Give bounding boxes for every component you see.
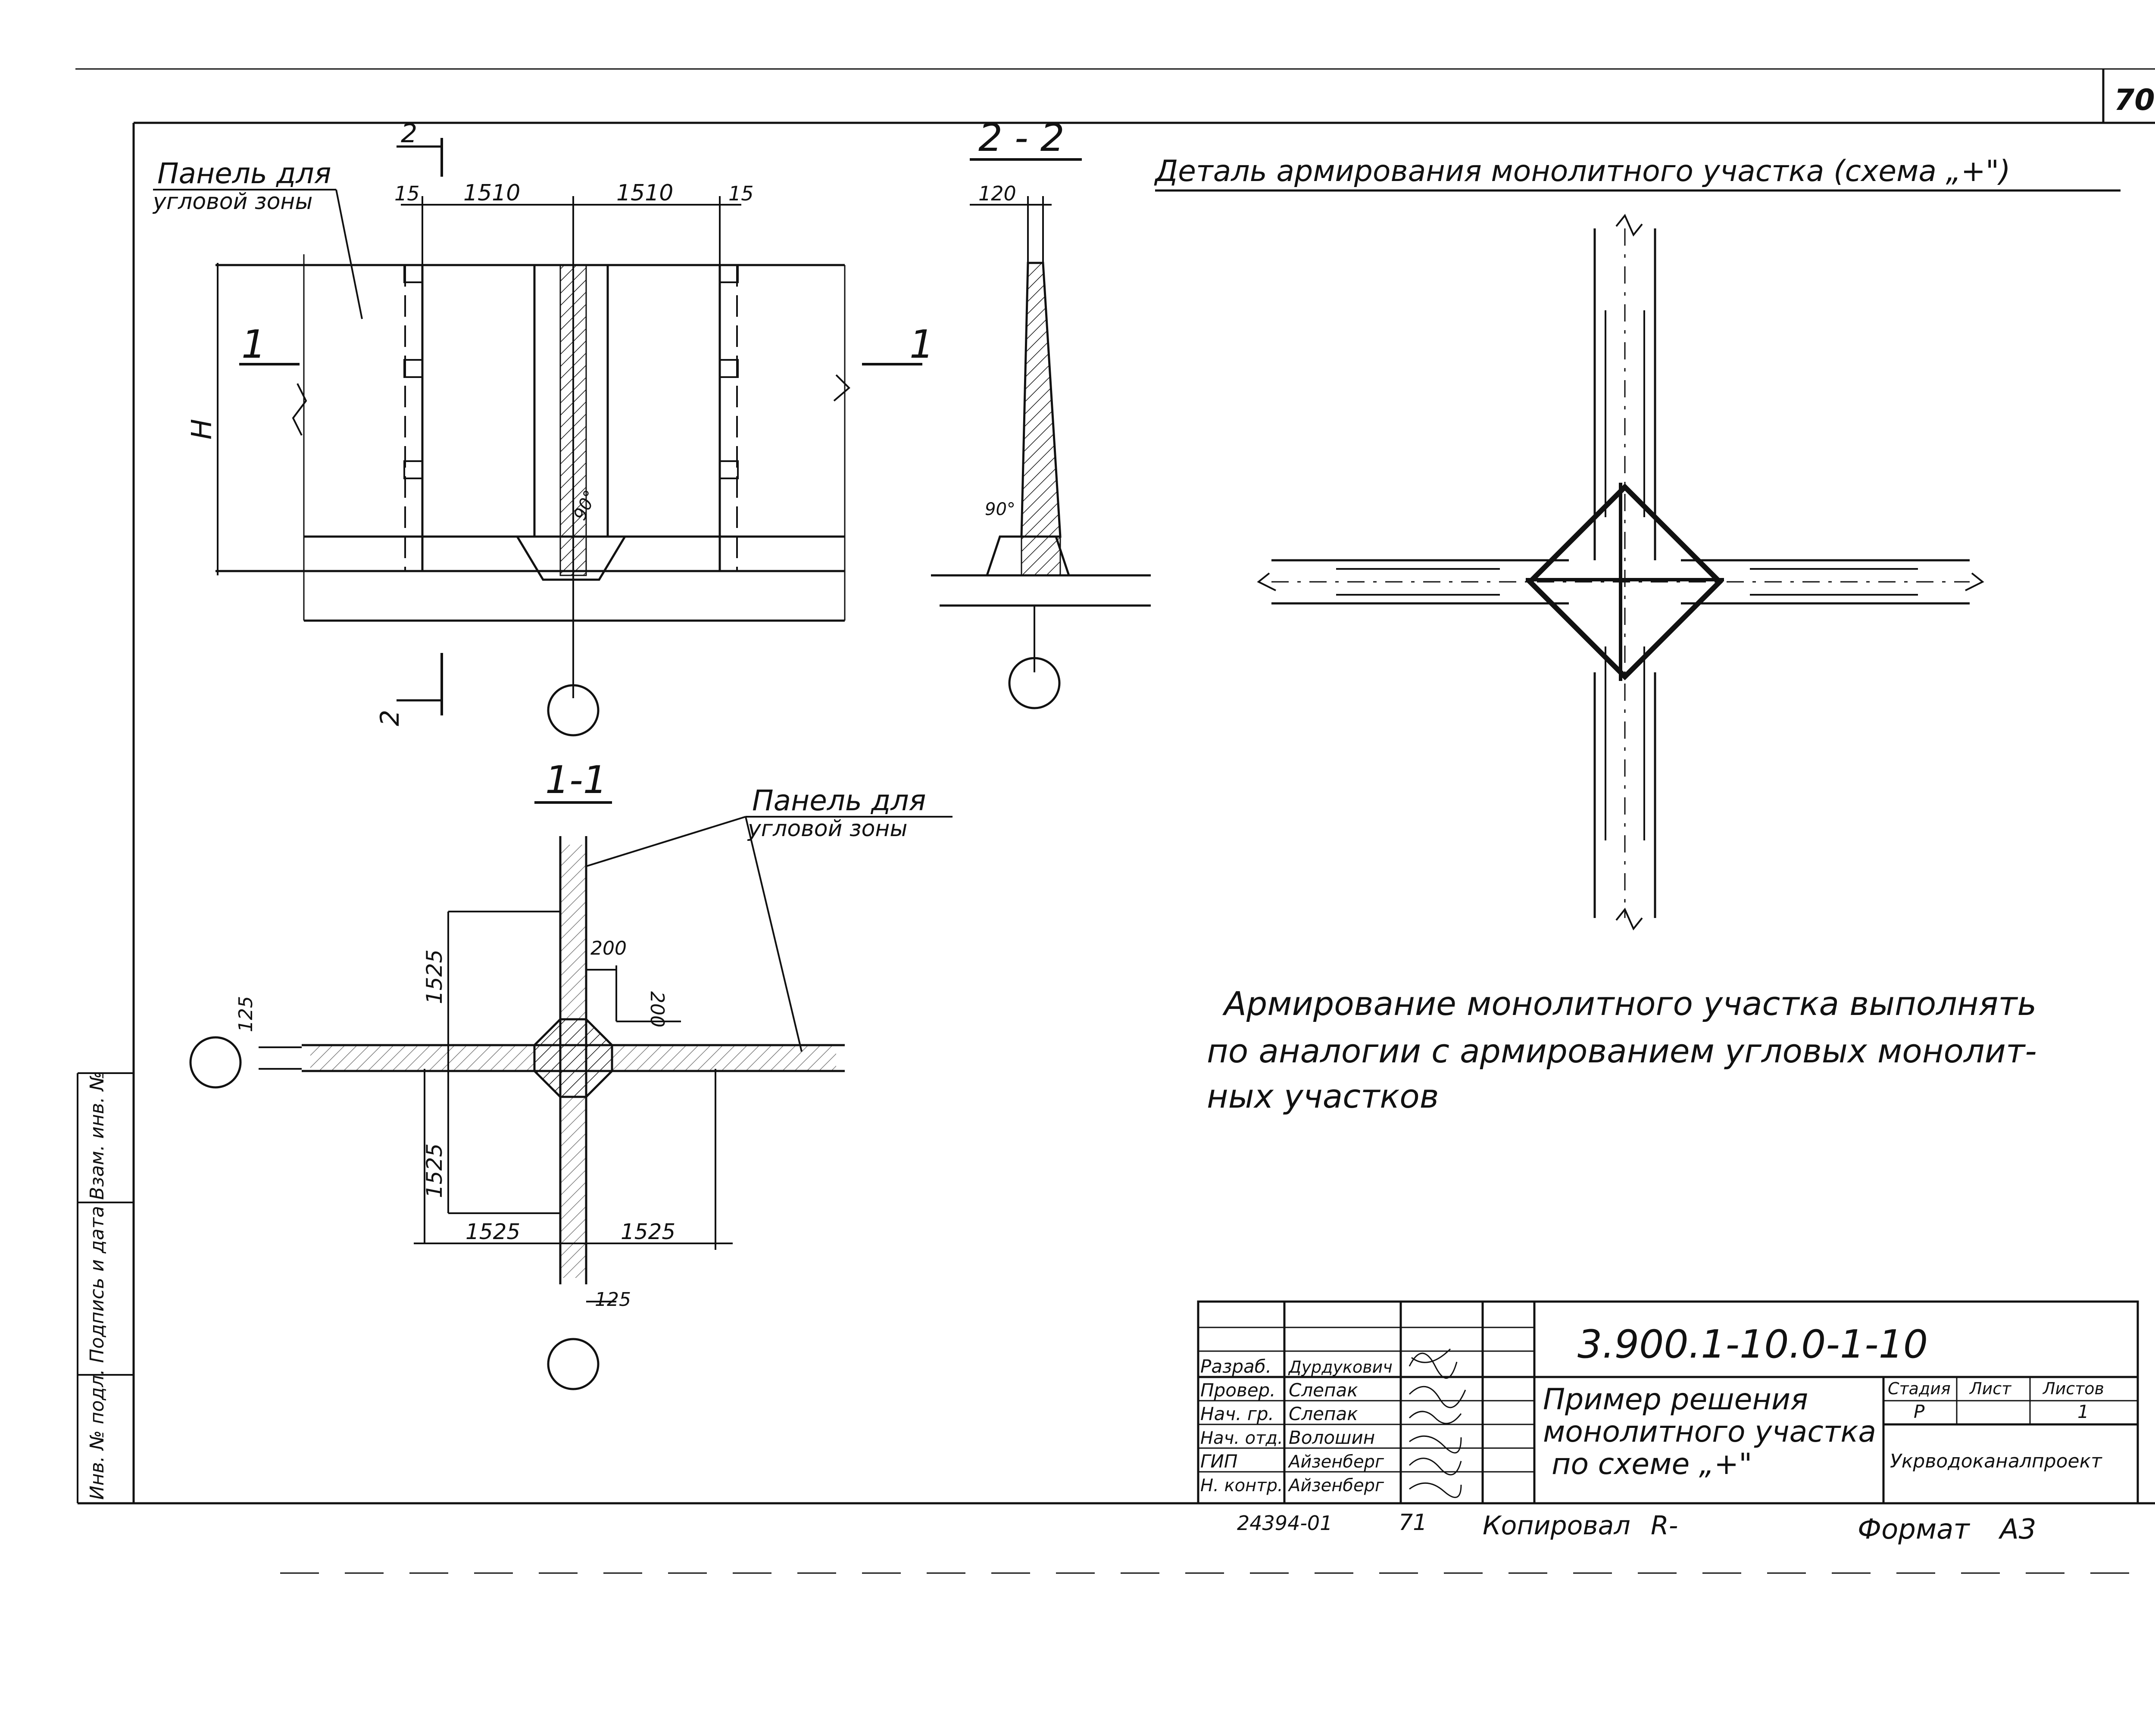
role-name: Айзенберг <box>1287 1476 1384 1496</box>
role-label: Нач. отд. <box>1200 1428 1283 1448</box>
organization: Укрводоканалпроект <box>1890 1450 2102 1472</box>
section-1-1-wall-bottom <box>560 1097 586 1278</box>
side-stamp-text: Инв. № подл. Подпись и дата Взам. инв. № <box>86 1071 108 1500</box>
elevation-axis-bubble <box>547 684 600 737</box>
role-name: Айзенберг <box>1287 1452 1384 1472</box>
elevation-panel-label-2: угловой зоны <box>152 189 312 215</box>
note-line-3: ных участков <box>1207 1077 1439 1115</box>
section-1-1-panel-label-2: угловой зоны <box>747 816 907 842</box>
reinforcement-detail: Деталь армирования монолитного участка (… <box>1154 154 2121 930</box>
stage-value: Р <box>1914 1401 1925 1422</box>
drawing-title-1: Пример решения <box>1543 1383 1808 1417</box>
section-1-1-dim-200-h: 200 <box>590 937 627 959</box>
footer-copied-label: Копировал <box>1483 1511 1630 1541</box>
section-1-1-dim-125-left: 125 <box>235 996 257 1032</box>
section-1-1-wall-left <box>310 1045 534 1071</box>
role-name: Дурдукович <box>1288 1358 1393 1377</box>
section-1-1: 1-1 Панель для угловой зоны <box>189 758 953 1390</box>
elevation-section-mark-2-top: 2 <box>401 119 417 149</box>
role-label: Провер. <box>1200 1380 1276 1401</box>
section-1-1-dim-125-bottom: 125 <box>595 1289 631 1311</box>
document-code: 3.900.1-10.0-1-10 <box>1577 1322 1928 1367</box>
elevation-dim-15-right: 15 <box>728 182 754 205</box>
elevation-panel-label-1: Панель для <box>157 157 331 190</box>
section-2-2: 2 - 2 120 90° <box>931 116 1151 709</box>
section-1-1-title: 1-1 <box>545 758 607 802</box>
section-1-1-axis-bubble-bottom <box>547 1338 600 1390</box>
sheets-header: Листов <box>2042 1379 2104 1398</box>
section-2-2-base <box>1021 536 1061 576</box>
role-label: Н. контр. <box>1200 1476 1283 1496</box>
signatures <box>1409 1348 1466 1498</box>
footer-number: 71 <box>1399 1510 1427 1536</box>
sheet-number: 70 <box>2114 83 2155 117</box>
role-name: Слепак <box>1289 1403 1358 1424</box>
section-1-1-panel-label-1: Панель для <box>752 784 926 817</box>
section-1-1-dim-1525-left: 1525 <box>465 1219 520 1244</box>
side-stamp <box>77 1072 134 1503</box>
detail-title: Деталь армирования монолитного участка (… <box>1154 154 2011 188</box>
title-block <box>1197 1300 2139 1505</box>
section-1-1-dim-1525-bottom: 1525 <box>422 1143 447 1198</box>
role-label: Разраб. <box>1200 1356 1271 1377</box>
footer-inventory: 24394-01 <box>1237 1511 1332 1535</box>
section-1-1-wall-top <box>560 845 586 1019</box>
footer-format-label: Формат <box>1858 1514 1970 1546</box>
section-2-2-axis-bubble <box>1008 657 1061 709</box>
role-label: ГИП <box>1200 1451 1237 1472</box>
section-2-2-dim-120: 120 <box>978 182 1016 205</box>
section-1-1-node <box>533 1018 613 1098</box>
elevation-dim-1510-left: 1510 <box>463 180 520 206</box>
note-line-1: Армирование монолитного участка выполнят… <box>1222 984 2036 1023</box>
drawing-title-3: по схеме „+" <box>1552 1447 1752 1481</box>
section-1-1-axis-bubble-left <box>189 1036 242 1089</box>
elevation-column-hatch <box>559 264 587 576</box>
elevation-section-mark-1-right: 1 <box>909 322 934 367</box>
elevation-section-mark-1-left: 1 <box>241 322 266 367</box>
sheets-value: 1 <box>2077 1401 2089 1422</box>
elevation-section-mark-2-bottom: 2 <box>375 710 405 726</box>
section-1-1-dim-1525-right: 1525 <box>621 1219 675 1244</box>
section-2-2-title: 2 - 2 <box>978 116 1065 160</box>
section-2-2-wall <box>1020 262 1062 538</box>
section-2-2-angle: 90° <box>985 500 1015 519</box>
section-1-1-wall-right <box>612 1045 836 1071</box>
elevation-dim-1510-right: 1510 <box>616 180 673 206</box>
stage-header: Стадия <box>1888 1379 1951 1398</box>
section-1-1-dim-200-v: 200 <box>646 991 668 1027</box>
role-name: Волошин <box>1289 1427 1375 1448</box>
elevation-height-label: H <box>186 419 218 440</box>
section-1-1-dim-1525-top: 1525 <box>422 949 447 1004</box>
role-name: Слепак <box>1289 1380 1358 1401</box>
note-line-2: по аналогии с армированием угловых монол… <box>1207 1032 2037 1070</box>
footer-copied-sign: R- <box>1651 1511 1678 1541</box>
footer-format-value: А3 <box>1998 1514 2036 1546</box>
role-label: Нач. гр. <box>1200 1403 1274 1424</box>
elevation-view: Панель для угловой зоны <box>152 119 934 737</box>
drawing-title-2: монолитного участка <box>1543 1415 1876 1449</box>
elevation-dim-15-left: 15 <box>394 182 420 205</box>
sheet-header: Лист <box>1969 1379 2012 1398</box>
